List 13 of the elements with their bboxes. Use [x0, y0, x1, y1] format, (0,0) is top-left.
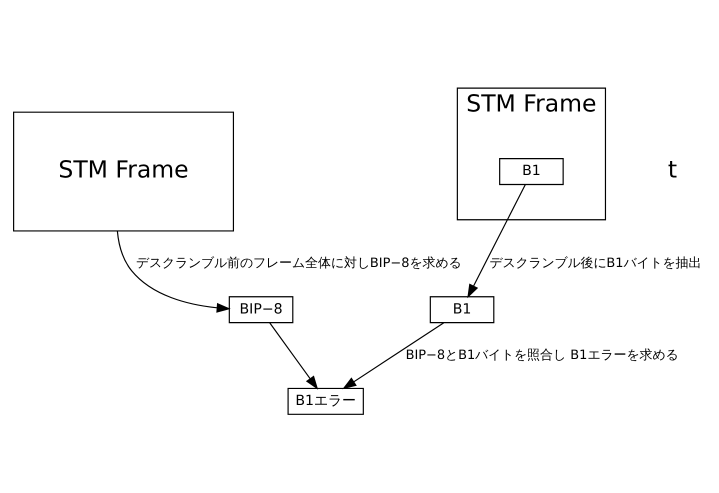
edge-label: BIP−8とB1バイトを照合し B1エラーを求める — [406, 348, 678, 363]
node-box: B1 — [430, 296, 494, 324]
arrow — [342, 322, 444, 390]
edge-label: デスクランブル前のフレーム全体に対しBIP−8を求める — [136, 256, 462, 272]
label: t — [668, 155, 678, 184]
edge-label: デスクランブル後にB1バイトを抽出 — [489, 256, 702, 272]
node-box: B1エラー — [288, 388, 364, 415]
arrow — [467, 184, 526, 298]
node-box: STM Frame — [13, 112, 234, 232]
node-box: BIP−8 — [228, 296, 294, 324]
arrow — [116, 231, 231, 313]
arrow — [269, 322, 318, 390]
node-box: B1 — [499, 158, 564, 186]
